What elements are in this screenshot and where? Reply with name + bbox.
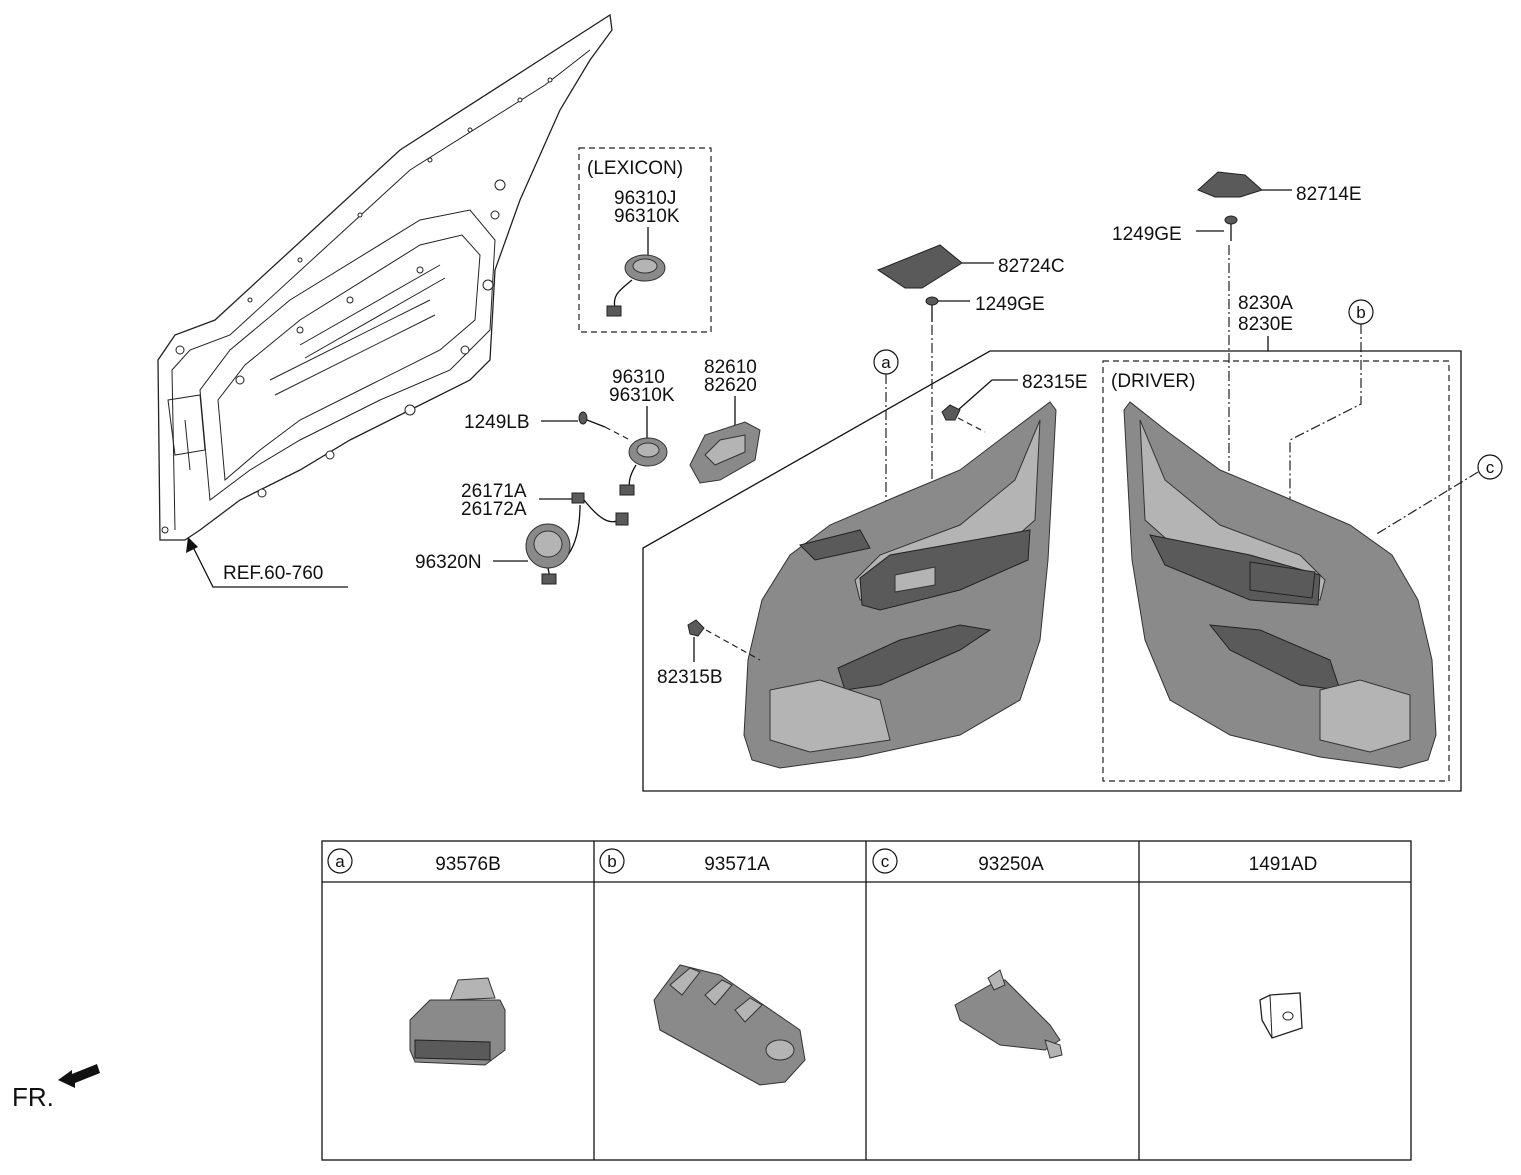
clip-82315B-part <box>687 619 705 637</box>
part-1249LB-label: 1249LB <box>464 412 530 433</box>
lexicon-label: (LEXICON) <box>587 158 683 179</box>
clip-1491AD-part <box>1259 992 1303 1039</box>
parts-table: a 93576B b 93571A c 9325 <box>321 840 1412 1161</box>
part-96310-label: 96310 <box>612 367 665 388</box>
table-column-d: 1491AD <box>1249 854 1318 1039</box>
trim-assembly-frame <box>642 350 1462 792</box>
part-26171A-label: 26171A <box>461 481 527 502</box>
part-96310K-label: 96310K <box>609 385 675 406</box>
switch-93250A-part <box>954 969 1063 1059</box>
part-26172A-label: 26172A <box>461 499 527 520</box>
ref-callout: REF.60-760 <box>186 537 348 588</box>
trim-cover-82714E-part <box>1197 171 1263 198</box>
table-part-93571A: 93571A <box>704 854 770 875</box>
lexicon-tweeter-part <box>606 254 666 317</box>
table-callout-b: b <box>607 852 616 871</box>
callout-a-marker: a <box>873 349 899 375</box>
fr-label: FR. <box>12 1082 54 1112</box>
part-96310K-lexicon-label: 96310K <box>614 206 680 227</box>
part-96310J-label: 96310J <box>614 188 676 209</box>
inside-handle-part <box>689 421 761 484</box>
part-96320N-label: 96320N <box>415 552 482 573</box>
table-part-1491AD: 1491AD <box>1249 854 1318 875</box>
speaker-96320N-part <box>525 523 571 585</box>
part-82610-label: 82610 <box>704 357 757 378</box>
front-arrow-icon <box>58 1064 100 1088</box>
door-trim-panel-driver <box>1123 401 1437 769</box>
callout-b-text: b <box>1356 303 1365 322</box>
part-82315B-label: 82315B <box>657 667 723 688</box>
part-8230A-label: 8230A <box>1238 293 1293 314</box>
callout-b-marker: b <box>1348 299 1374 325</box>
callout-a-text: a <box>881 353 891 372</box>
callout-c-text: c <box>1486 458 1495 477</box>
table-callout-c: c <box>881 852 890 871</box>
tweeter-part <box>619 437 668 496</box>
part-82714E-label: 82714E <box>1296 184 1362 205</box>
lexicon-group: (LEXICON) 96310J 96310K <box>578 147 712 333</box>
screw-1249LB-part <box>578 411 606 428</box>
table-column-c: c 93250A <box>872 848 1063 1059</box>
driver-label: (DRIVER) <box>1111 371 1195 392</box>
table-part-93576B: 93576B <box>435 854 501 875</box>
part-8230E-label: 8230E <box>1238 314 1293 335</box>
table-column-a: a 93576B <box>327 848 506 1066</box>
screw-1249GE-mid-part <box>925 296 939 322</box>
clip-82315E-part <box>941 404 961 421</box>
part-82724C-label: 82724C <box>998 256 1065 277</box>
table-part-93250A: 93250A <box>978 854 1044 875</box>
part-1249GE-right-label: 1249GE <box>1112 224 1182 245</box>
wiring-part <box>567 492 629 556</box>
window-switch-93571A-part <box>653 964 806 1086</box>
part-82620-label: 82620 <box>704 375 757 396</box>
callout-c-marker: c <box>1477 454 1503 480</box>
table-column-b: b 93571A <box>599 848 806 1086</box>
front-direction-indicator: FR. <box>12 1064 100 1112</box>
window-switch-93576B-part <box>409 977 506 1066</box>
table-callout-a: a <box>335 852 345 871</box>
screw-1249GE-right-part <box>1224 215 1238 241</box>
ref-label: REF.60-760 <box>223 563 323 584</box>
door-trim-panel-passenger <box>743 401 1057 769</box>
trim-cover-82724C-part <box>876 244 963 289</box>
door-frame-illustration <box>157 13 613 541</box>
part-82315E-label: 82315E <box>1022 372 1088 393</box>
part-1249GE-mid-label: 1249GE <box>975 294 1045 315</box>
